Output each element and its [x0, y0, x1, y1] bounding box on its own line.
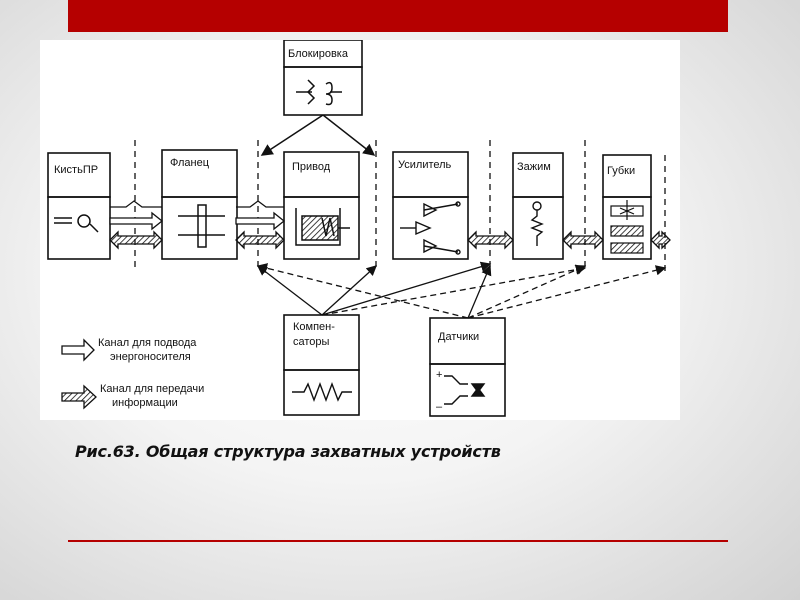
block-kompensatory-label-1: Компен- [293, 321, 335, 333]
block-kist [47, 152, 111, 260]
block-flanets-label: Фланец [170, 157, 210, 169]
kist-symbol [54, 214, 99, 233]
info-channel-arrows [109, 230, 671, 250]
zazhim-spring-symbol [530, 201, 544, 246]
legend-info-label-1: Канал для передачи [100, 383, 204, 395]
feedback-arrows-dashed [256, 263, 667, 319]
legend-energy-label-1: Канал для подвода [98, 337, 197, 349]
privod-actuator-symbol [295, 208, 350, 246]
bottom-accent-line [68, 540, 728, 542]
flanets-symbol [178, 204, 225, 248]
datchiki-sensor-symbol [444, 375, 486, 405]
block-zazhim [512, 152, 564, 260]
kompensatory-spring-symbol [292, 382, 352, 402]
block-privod [283, 151, 360, 260]
boundary-dashed-lines [134, 140, 666, 272]
gubki-jaws-symbol [610, 200, 644, 254]
usilitel-lever-symbol [400, 201, 461, 255]
sensor-minus-sign: – [436, 401, 443, 413]
legend-info-arrow [61, 384, 97, 410]
top-accent-bar [68, 0, 728, 32]
gripper-structure-diagram: КистьПР Фланец Привод Блокировка [47, 40, 671, 417]
block-blokirovka-label: Блокировка [288, 48, 349, 60]
block-flanets [161, 149, 238, 260]
legend-energy-arrow [61, 338, 95, 362]
sensor-plus-sign: + [436, 369, 442, 381]
legend-info-label-2: информации [112, 397, 178, 409]
figure-caption: Рис.63. Общая структура захватных устрой… [75, 442, 501, 461]
block-gubki [602, 154, 652, 260]
block-usilitel [392, 151, 469, 260]
block-kist-label: КистьПР [54, 164, 98, 176]
energy-channel-arrows [109, 200, 286, 231]
block-zazhim-label: Зажим [517, 161, 551, 173]
block-gubki-label: Губки [607, 165, 635, 177]
block-usilitel-label: Усилитель [398, 159, 452, 171]
diagram-figure: КистьПР Фланец Привод Блокировка [40, 40, 680, 420]
blokirovka-links [260, 114, 376, 156]
legend-energy-label-2: энергоносителя [110, 351, 191, 363]
feedback-arrows-solid [256, 261, 492, 319]
blokirovka-symbol [296, 79, 342, 106]
block-privod-label: Привод [292, 161, 331, 173]
block-datchiki-label: Датчики [438, 331, 479, 343]
block-kompensatory-label-2: саторы [293, 336, 330, 348]
